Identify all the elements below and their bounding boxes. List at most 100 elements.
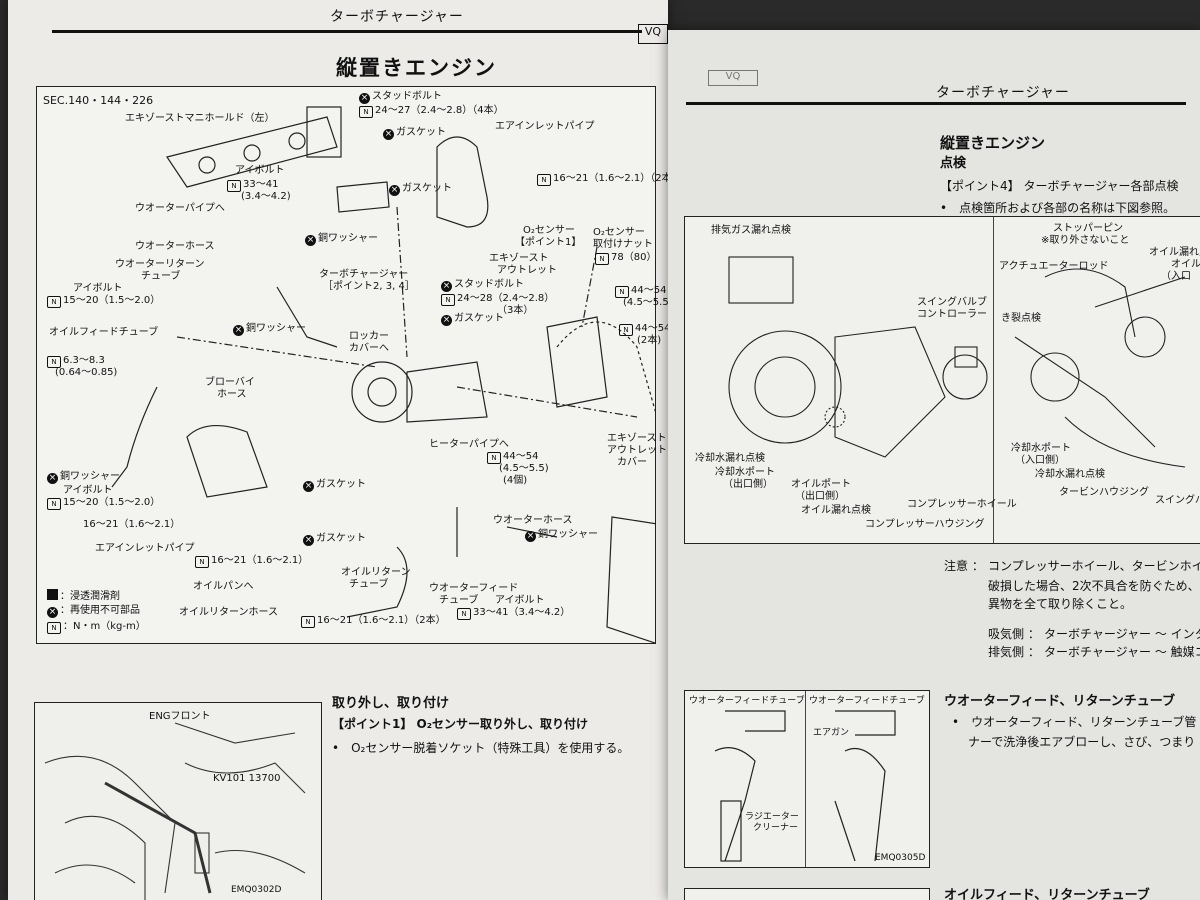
no-reuse-icon: × <box>389 185 400 196</box>
label-water-feed-2: チューブ <box>439 595 479 606</box>
label-exhaust-cover: エキゾースト <box>607 433 667 444</box>
torque-icon: N <box>619 324 633 336</box>
no-reuse-icon: × <box>233 325 244 336</box>
label-torque-16-21-2: N16～21（1.6～2.1）（2本） <box>537 173 668 186</box>
legend-penetrant: ：浸透潤滑剤 <box>47 589 120 603</box>
label-air-inlet-pipe: エアインレットパイプ <box>495 121 595 132</box>
label-copper-washer-2: ×銅ワッシャー <box>233 323 306 336</box>
no-reuse-icon: × <box>47 473 58 484</box>
torque-icon: N <box>227 180 241 192</box>
fig-code: EMQ0302D <box>231 885 282 895</box>
label-coolant-leak: 冷却水漏れ点検 <box>695 453 765 464</box>
next-figure-frame <box>684 888 930 900</box>
label-eye-bolt-2: アイボルト <box>73 283 123 294</box>
water-feed-bullet-2: ナーで洗浄後エアブローし、さび、つまり <box>968 735 1196 749</box>
torque-icon: N <box>301 616 315 628</box>
right-header-rule <box>686 102 1186 105</box>
label-water-return: ウオーターリターン <box>115 259 205 270</box>
torque-icon: N <box>457 608 471 620</box>
fig2-code: EMQ0305D <box>875 853 926 863</box>
label-eye-bolt-3: アイボルト <box>63 485 113 496</box>
label-exhaust-cover-3: カバー <box>617 457 647 468</box>
label-oil-return-hose: オイルリターンホース <box>179 607 278 618</box>
label-coolant-port-out-2: （出口側） <box>723 479 773 490</box>
label-turbocharger: ターボチャージャー <box>319 269 409 280</box>
label-compressor-wheel: コンプレッサーホイール <box>907 499 1017 510</box>
label-o2-sensor: O₂センサー <box>523 225 575 236</box>
label-gasket-4: ×ガスケット <box>303 479 366 492</box>
fig2-cleaner-2: クリーナー <box>753 823 799 833</box>
tube-cleaning-figure: ウオーターフィードチューブ ウオーターフィードチューブ エアガン ラジエーター … <box>684 690 930 868</box>
label-eye-bolt-1-kg: (3.4～4.2) <box>241 191 291 202</box>
label-oil-port-out-2: （出口側） <box>795 491 845 502</box>
water-feed-bullet: • ウオーターフィード、リターンチューブ管 <box>952 715 1197 729</box>
label-compressor-housing: コンプレッサーハウジング <box>865 519 985 530</box>
label-oil-return-tube: オイルリターン <box>341 567 411 578</box>
penetrant-icon <box>47 589 58 600</box>
label-torque-44-54-kg: (4.5～5.5)（3個） <box>623 297 668 308</box>
torque-icon: N <box>359 106 373 118</box>
label-o2-nut: O₂センサー <box>593 227 645 238</box>
right-page: VQ ターボチャージャー 縦置きエンジン 点検 【ポイント4】 ターボチャージャ… <box>668 30 1200 900</box>
no-reuse-icon: × <box>303 481 314 492</box>
label-torque-6-3-kg: (0.64～0.85) <box>55 367 118 378</box>
no-reuse-icon: × <box>303 535 314 546</box>
caution-3: 異物を全て取り除くこと。 <box>988 597 1133 611</box>
label-stopper-pin: ストッパーピン <box>1053 223 1123 234</box>
label-turbo-points: ［ポイント2, 3, 4］ <box>323 281 415 292</box>
label-point-1: 【ポイント1】 <box>515 237 582 248</box>
no-reuse-icon: × <box>359 93 370 104</box>
turbo-compressor-shape <box>351 361 413 423</box>
caution-label: 注意 ： <box>944 559 984 573</box>
label-swing-valve-2: コントローラー <box>917 309 987 320</box>
water-feed-section: ウオーターフィード、リターンチューブ <box>944 694 1176 709</box>
torque-icon: N <box>537 174 551 186</box>
exploded-diagram: SEC.140・144・226 エキゾーストマニホールド（左） ×スタッドボルト… <box>36 86 668 644</box>
no-reuse-icon: × <box>441 315 452 326</box>
label-gasket-3: ×ガスケット <box>441 313 504 326</box>
intake-text: ターボチャージャー ～ インタ <box>1044 627 1200 641</box>
oil-feed-section: オイルフィード、リターンチューブ <box>944 888 1150 900</box>
point4-bullet: • 点検箇所および各部の名称は下図参照。 <box>940 201 1176 215</box>
label-eye-bolt-1: アイボルト <box>235 165 285 176</box>
label-oil-feed-tube: オイルフィードチューブ <box>49 327 159 338</box>
label-stopper-pin-2: ※取り外さないこと <box>1041 235 1130 246</box>
fig2-cleaner: ラジエーター <box>745 812 799 822</box>
torque-icon: N <box>615 286 629 298</box>
label-blowby: ブローバイ <box>205 377 255 388</box>
no-reuse-icon: × <box>305 235 316 246</box>
label-swing-valve: スイングバルブ <box>917 297 987 308</box>
label-water-return-2: チューブ <box>141 271 181 282</box>
caution-1: コンプレッサーホイール、タービンホイー <box>988 559 1200 573</box>
label-to-oil-pan: オイルパンへ <box>193 581 254 592</box>
engine-sketch <box>44 722 306 900</box>
torque-icon: N <box>595 253 609 265</box>
label-oil-in: オイル <box>1171 259 1200 270</box>
label-exhaust-manifold: エキゾーストマニホールド（左） <box>125 113 275 124</box>
label-turbine-housing: タービンハウジング <box>1059 487 1149 498</box>
label-gasket-1: ×ガスケット <box>383 127 446 140</box>
label-torque-44-54-b-2: (2本) <box>637 335 662 346</box>
label-coolant-port-out: 冷却水ポート <box>715 467 775 478</box>
label-rocker: ロッカー <box>349 331 389 342</box>
sec-ref: SEC.140・144・226 <box>43 94 154 107</box>
label-copper-washer-3: ×銅ワッシャー <box>47 471 120 484</box>
label-coolant-leak-2: 冷却水漏れ点検 <box>1035 469 1105 480</box>
no-reuse-icon: × <box>441 281 452 292</box>
label-stud-bolt-1: ×スタッドボルト <box>359 91 442 104</box>
label-eng-front: ENGフロント <box>149 711 211 722</box>
label-stud-bolt-2-count: （3本） <box>497 305 534 316</box>
legend-no-reuse: ×：再使用不可部品 <box>47 605 140 618</box>
label-exhaust-outlet: エキゾースト <box>489 253 549 264</box>
point1-bullet: • O₂センサー脱着ソケット（特殊工具）を使用する。 <box>332 741 630 755</box>
label-swing-pa: スイングバル <box>1155 495 1200 506</box>
torque-icon: N <box>47 622 61 634</box>
torque-icon: N <box>47 296 61 308</box>
exhaust-text: ターボチャージャー ～ 触媒コ <box>1044 645 1200 659</box>
